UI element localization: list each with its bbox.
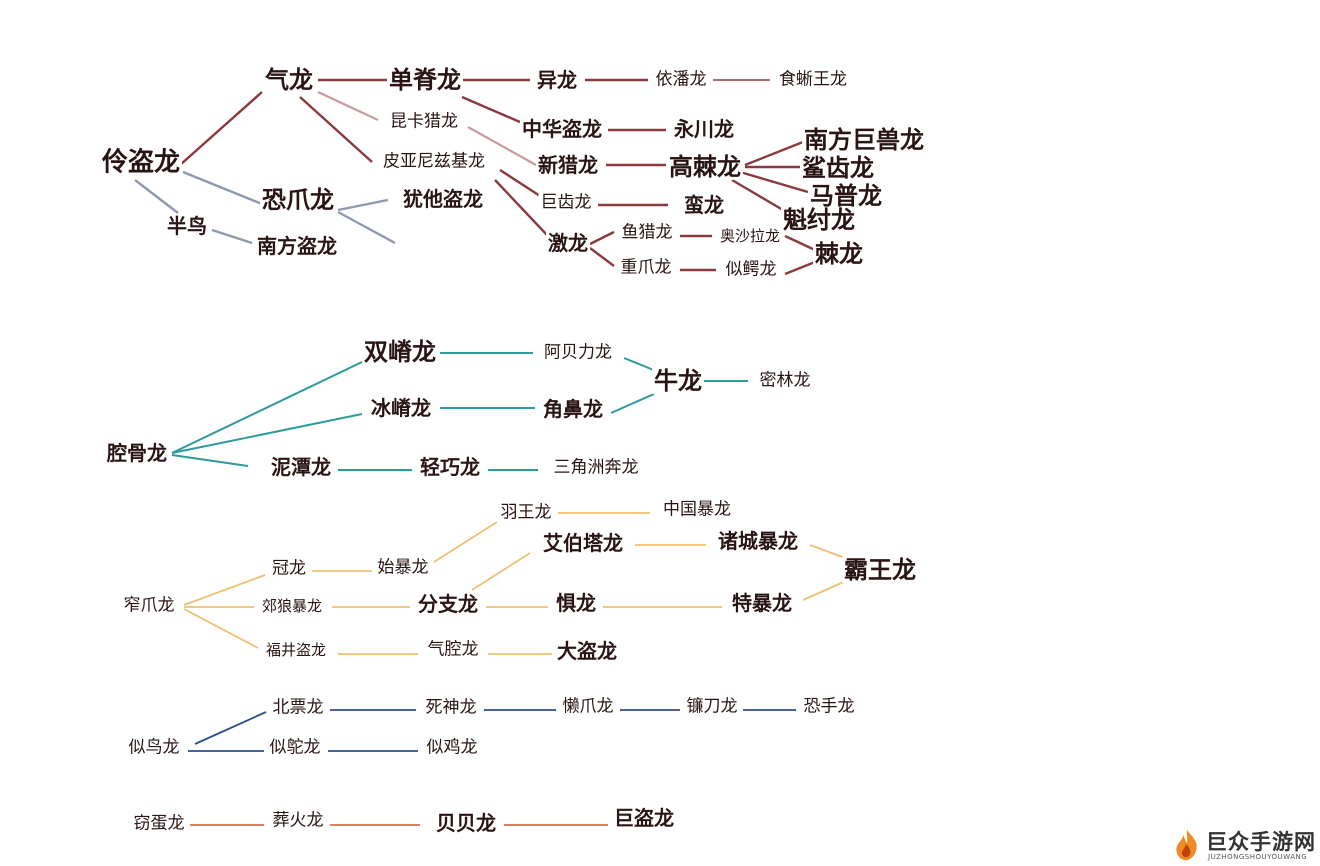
- node-beipiaolong: 北票龙: [270, 697, 326, 718]
- node-nanfangjushoulong: 南方巨兽龙: [802, 125, 926, 154]
- node-julong: 惧龙: [554, 591, 598, 615]
- node-jilong: 棘龙: [813, 239, 865, 268]
- node-aibotalong: 艾伯塔龙: [541, 531, 625, 555]
- node-xinlielong: 新猎龙: [536, 153, 600, 177]
- node-qingqiaolong: 轻巧龙: [418, 455, 482, 479]
- node-kunkalielong: 昆卡猎龙: [388, 111, 460, 132]
- node-yipanlong: 依潘龙: [653, 69, 709, 90]
- node-beibeilong: 贝贝龙: [434, 811, 498, 835]
- node-danjilong: 单脊龙: [387, 65, 463, 94]
- node-shiyiwanglong: 食蜥王龙: [777, 69, 849, 90]
- node-zhonghuadaolong: 中华盗龙: [520, 117, 604, 141]
- node-lingdaolong: 伶盗龙: [99, 147, 183, 178]
- node-zhongguobaolong: 中国暴龙: [661, 499, 733, 520]
- node-manlong: 蛮龙: [682, 193, 726, 217]
- node-milinlong: 密林龙: [757, 370, 813, 391]
- node-youtadaolong: 犹他盗龙: [401, 187, 485, 211]
- flame-icon: [1176, 830, 1197, 861]
- node-lanzhualong: 懒爪龙: [560, 696, 616, 717]
- node-sijilong: 似鸡龙: [424, 737, 480, 758]
- node-zhongzhualong: 重爪龙: [618, 257, 674, 278]
- node-mapulong: 马普龙: [808, 181, 884, 210]
- watermark-title: 巨众手游网: [1206, 829, 1316, 854]
- therizino-edges: [188, 709, 796, 752]
- watermark-logo: 巨众手游网 JUZHONGSHOUYOUWANG: [1172, 826, 1318, 864]
- node-sanjiaozhoubenlong: 三角洲奔龙: [551, 457, 641, 478]
- node-liandaolong: 镰刀龙: [684, 696, 740, 717]
- node-nanfangdaolong: 南方盗龙: [255, 234, 339, 258]
- node-kongzhualong: 恐爪龙: [260, 185, 336, 214]
- node-bawanglong: 霸王龙: [842, 555, 918, 584]
- node-nitanlong: 泥潭龙: [269, 455, 333, 479]
- node-shuangjilong: 双嵴龙: [362, 337, 438, 366]
- node-tebaolong: 特暴龙: [730, 591, 794, 615]
- node-judaolong: 巨盗龙: [612, 806, 676, 830]
- node-juchilong: 巨齿龙: [538, 192, 594, 213]
- node-sishenlong: 死神龙: [423, 697, 479, 718]
- raptor-edges: [134, 170, 396, 245]
- tyrannosaur-edges: [183, 512, 849, 655]
- node-zanghuolong: 葬火龙: [270, 810, 326, 831]
- node-kongshoulong: 恐手龙: [801, 696, 857, 717]
- node-gaojilong: 高棘龙: [667, 152, 743, 181]
- node-bingjilong: 冰嵴龙: [369, 396, 433, 420]
- node-siehlong: 似鳄龙: [723, 259, 779, 280]
- node-yulielong: 鱼猎龙: [619, 222, 675, 243]
- node-dadaolong: 大盗龙: [555, 639, 619, 663]
- node-niulong: 牛龙: [652, 366, 704, 395]
- ceratosaur-edges: [171, 352, 748, 471]
- node-jiaolangbaolong: 郊狼暴龙: [259, 596, 325, 615]
- node-jiaobilong: 角鼻龙: [541, 397, 605, 421]
- node-fenzhilong: 分支龙: [416, 592, 480, 616]
- node-yongchuanlong: 永川龙: [672, 117, 736, 141]
- node-kuiwenlong: 魁纣龙: [781, 205, 857, 234]
- node-banniao: 半鸟: [165, 214, 209, 238]
- node-yuwanglong: 羽王龙: [498, 502, 554, 523]
- node-guanlong: 冠龙: [270, 558, 308, 579]
- carnosaur-light-edges: [317, 91, 537, 166]
- node-qiangulong: 腔骨龙: [105, 441, 169, 465]
- node-situolong: 似鸵龙: [267, 737, 323, 758]
- node-qiedanlong: 窃蛋龙: [131, 813, 187, 834]
- node-shibaolong: 始暴龙: [375, 557, 431, 578]
- node-qilong: 气龙: [263, 65, 315, 94]
- node-shachilong: 鲨齿龙: [800, 153, 876, 182]
- node-zhaizhualong: 窄爪龙: [121, 595, 177, 616]
- node-piyanizijilong: 皮亚尼兹基龙: [381, 151, 487, 172]
- node-fujingdaolong: 福井盗龙: [263, 640, 329, 659]
- node-cilong: 激龙: [546, 231, 590, 255]
- node-aoshalalong: 奥沙拉龙: [717, 226, 783, 245]
- watermark-subtitle: JUZHONGSHOUYOUWANG: [1208, 853, 1308, 861]
- node-siniaolong: 似鸟龙: [126, 737, 182, 758]
- node-zhuchengbaolong: 诸城暴龙: [716, 529, 800, 553]
- node-yilong: 异龙: [535, 68, 579, 92]
- node-qiqianglong: 气腔龙: [425, 639, 481, 660]
- node-abeililong: 阿贝力龙: [542, 342, 614, 363]
